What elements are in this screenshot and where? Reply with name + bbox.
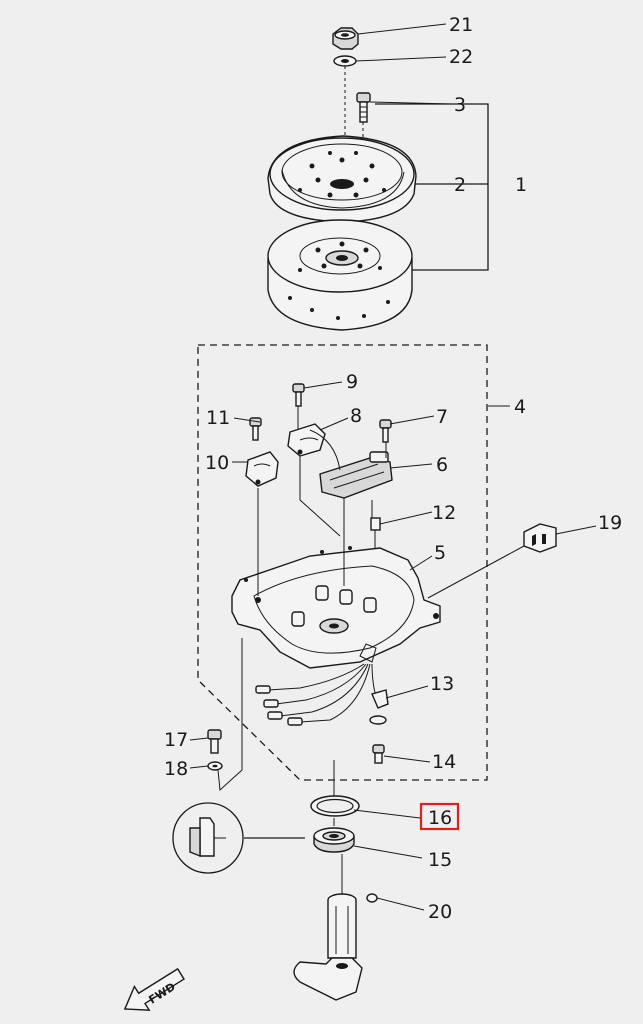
stator-base-part-5[interactable] xyxy=(231,546,441,669)
pulser-coil-part-8[interactable] xyxy=(287,423,326,457)
callout-6: 6 xyxy=(436,454,448,476)
charge-coil-part-6[interactable] xyxy=(319,451,393,499)
callout-4: 4 xyxy=(514,396,526,418)
callout-11: 11 xyxy=(206,407,230,429)
callout-7: 7 xyxy=(436,406,448,428)
callout-20: 20 xyxy=(428,901,452,923)
callout-1: 1 xyxy=(515,174,527,196)
callout-19: 19 xyxy=(598,512,622,534)
clamp-part-13[interactable] xyxy=(369,689,389,725)
flywheel-rotor[interactable] xyxy=(267,219,413,331)
bolt-part-3[interactable] xyxy=(356,92,371,123)
fwd-arrow: FWD xyxy=(123,967,185,1012)
highlight-box-16[interactable] xyxy=(419,802,460,831)
callout-8: 8 xyxy=(350,405,362,427)
bolt-part-17[interactable] xyxy=(207,729,222,754)
nut-part-21[interactable] xyxy=(332,27,359,50)
callout-16: 16 xyxy=(428,807,452,829)
callout-18: 18 xyxy=(164,758,188,780)
seal-detail-inset xyxy=(172,802,305,874)
callout-15: 15 xyxy=(428,849,452,871)
screw-part-9[interactable] xyxy=(292,383,305,407)
washer-part-18[interactable] xyxy=(207,761,223,771)
connector-part-19[interactable] xyxy=(523,523,557,553)
oil-seal-part-15[interactable] xyxy=(313,827,355,853)
leader-lines xyxy=(189,23,597,911)
callout-14: 14 xyxy=(432,751,456,773)
callout-2: 2 xyxy=(454,174,466,196)
callouts: 21 22 3 2 1 9 4 11 8 7 10 6 12 19 5 13 1… xyxy=(164,14,622,923)
pin-part-20[interactable] xyxy=(366,893,378,903)
callout-13: 13 xyxy=(430,673,454,695)
screw-part-11[interactable] xyxy=(249,417,262,441)
callout-5: 5 xyxy=(434,542,446,564)
callout-3: 3 xyxy=(454,94,466,116)
wire-harness xyxy=(255,663,381,726)
drive-shaft[interactable] xyxy=(293,893,363,1001)
washer-part-22[interactable] xyxy=(333,55,357,67)
screw-part-7[interactable] xyxy=(379,419,392,443)
flywheel-cover-part-2[interactable] xyxy=(267,135,417,223)
callout-22: 22 xyxy=(449,46,473,68)
o-ring-part-16[interactable] xyxy=(310,795,360,817)
callout-17: 17 xyxy=(164,729,188,751)
callout-10: 10 xyxy=(205,452,229,474)
callout-12: 12 xyxy=(432,502,456,524)
screw-part-14[interactable] xyxy=(372,744,385,764)
callout-21: 21 xyxy=(449,14,473,36)
clamp-part-10[interactable] xyxy=(245,451,279,487)
callout-9: 9 xyxy=(346,371,358,393)
